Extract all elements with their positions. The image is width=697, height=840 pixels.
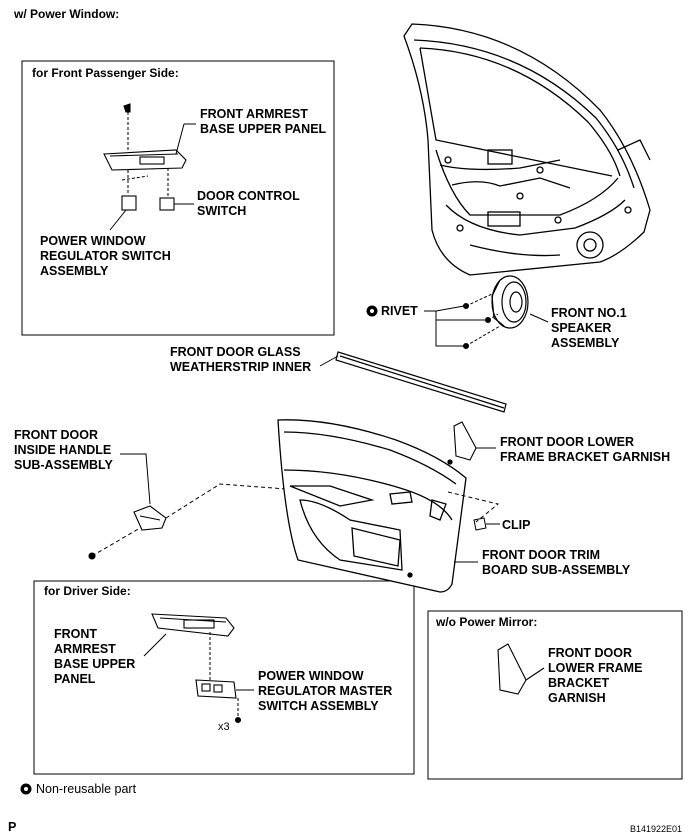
passenger-section-title: for Front Passenger Side:	[32, 66, 179, 80]
inside-handle	[88, 505, 167, 560]
weatherstrip-leader	[319, 355, 339, 367]
diagram-title: w/ Power Window:	[14, 7, 120, 21]
footer-right-code: B141922E01	[630, 824, 683, 834]
passenger-leaders	[109, 112, 196, 231]
label-armrest-upper-passenger: FRONT ARMREST BASE UPPER PANEL	[200, 107, 327, 136]
trim-leaders	[447, 491, 500, 563]
front-door-frame	[403, 23, 651, 276]
driver-parts	[151, 613, 242, 724]
driver-side-box	[33, 580, 415, 775]
passenger-side-box	[21, 60, 335, 336]
driver-leaders	[143, 632, 254, 716]
label-clip: CLIP	[502, 518, 531, 532]
rivet-leaders	[424, 293, 549, 347]
label-mirror-garnish: FRONT DOOR LOWER FRAME BRACKET GARNISH	[548, 646, 643, 705]
non-reusable-markers	[20, 305, 378, 795]
label-pw-regulator-switch: POWER WINDOW REGULATOR SWITCH ASSEMBLY	[40, 234, 171, 278]
legend-non-reusable: Non-reusable part	[36, 782, 137, 796]
door-trim-board	[277, 419, 467, 593]
driver-section-title: for Driver Side:	[44, 584, 131, 598]
label-rivet: RIVET	[381, 304, 418, 318]
clip-part	[473, 517, 487, 531]
label-armrest-upper-driver: FRONT ARMREST BASE UPPER PANEL	[54, 627, 136, 686]
no-power-mirror-box	[427, 610, 683, 780]
mirror-garnish-part	[497, 643, 545, 695]
label-glass-weatherstrip: FRONT DOOR GLASS WEATHERSTRIP INNER	[170, 345, 312, 374]
label-inside-handle: FRONT DOOR INSIDE HANDLE SUB-ASSEMBLY	[14, 428, 113, 472]
label-pw-master-switch: POWER WINDOW REGULATOR MASTER SWITCH ASS…	[258, 669, 393, 713]
label-trim-board: FRONT DOOR TRIM BOARD SUB-ASSEMBLY	[482, 548, 631, 577]
label-speaker: FRONT NO.1 SPEAKER ASSEMBLY	[551, 306, 627, 350]
passenger-parts	[103, 103, 187, 211]
rivet-parts	[463, 303, 491, 349]
label-door-control-switch: DOOR CONTROL SWITCH	[197, 189, 300, 218]
speaker-assembly	[491, 275, 529, 329]
lower-frame-garnish	[453, 421, 496, 461]
glass-weatherstrip	[335, 351, 507, 413]
footer-left-code: P	[8, 820, 17, 834]
mirror-section-title: w/o Power Mirror:	[436, 615, 538, 629]
label-lower-frame-garnish: FRONT DOOR LOWER FRAME BRACKET GARNISH	[500, 435, 671, 464]
label-qty-x3: x3	[218, 721, 230, 733]
